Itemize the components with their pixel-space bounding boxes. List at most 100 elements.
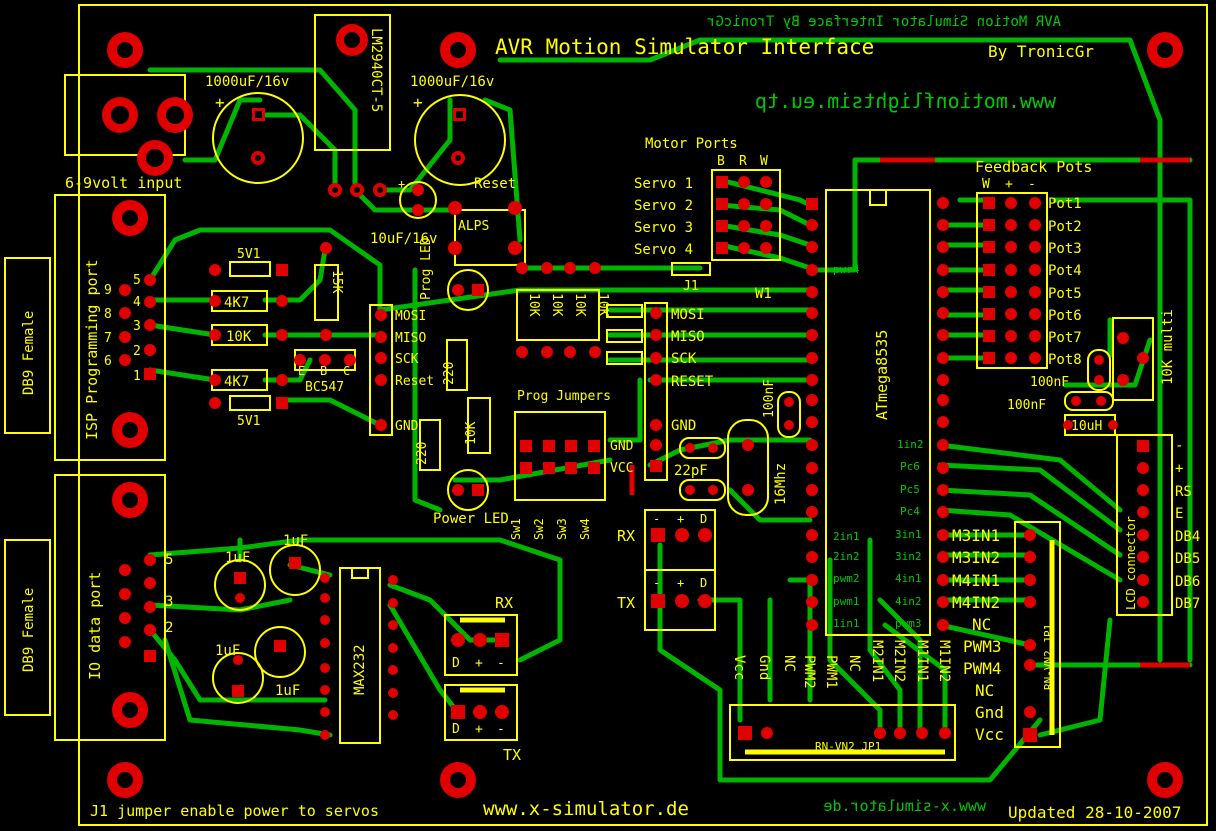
mcu-pin-1in1: 1in1 [833, 617, 860, 630]
isp-port-label: ISP Programming port [83, 259, 101, 440]
atmega-notch [869, 190, 887, 206]
isp-pin-7: 7 [104, 331, 112, 346]
cap1-label: 1000uF/16v [205, 74, 289, 90]
atmega-ic [825, 189, 931, 636]
website-mirror: www.motionflightsim.eu.tp [755, 89, 1056, 113]
rnvn2-label-h: RN-VN2 JP1 [815, 740, 881, 753]
cap-10uf: + [398, 177, 437, 219]
servo-3: Servo 3 [634, 220, 693, 236]
rn-b-pwm1: PWM1 [823, 655, 839, 689]
rn-b-gnd: Gnd [756, 655, 772, 680]
motor-col-r: R [739, 154, 747, 169]
board-outline [78, 4, 1208, 826]
prog-sig-miso: MISO [671, 329, 705, 345]
r2-label: 10K [226, 329, 252, 345]
io-rx-label: RX [495, 594, 513, 612]
cap-22pf-label: 22pF [674, 463, 708, 479]
rn-pin-m4in1: M4IN1 [952, 571, 1000, 590]
j1-jumper[interactable] [671, 262, 711, 276]
io-cap-4: 1uF [275, 683, 300, 699]
prog-led [447, 269, 489, 311]
io-tx-pin-plus: + [475, 722, 483, 737]
io-db9-box [4, 539, 51, 716]
alps-label: ALPS [458, 219, 489, 234]
rn-pin-nc1: NC [972, 615, 991, 634]
isp-components [209, 242, 393, 436]
prog-sig-sck: SCK [671, 351, 697, 367]
regulator [314, 14, 391, 197]
mcu-passives [679, 391, 801, 516]
prog-sig-reset: RESET [671, 374, 714, 390]
mcu-pin-pc6: Pc6 [900, 460, 920, 473]
prog-sw1: Sw1 [509, 518, 523, 540]
regulator-label: LM2940CT-5 [368, 28, 384, 112]
rn-b-nc1: NC [781, 655, 797, 672]
mcu-pin-1in2: 1in2 [897, 438, 924, 451]
io-cap-2: 1uF [283, 533, 308, 549]
footer-updated: Updated 28-10-2007 [1008, 803, 1181, 822]
mcu-rx-connector[interactable] [644, 509, 716, 571]
lcd-pins [1137, 440, 1149, 608]
feedback-label: Feedback Pots [975, 158, 1092, 176]
prog-r10k: 10K [464, 421, 479, 445]
rnvn2-right-pins [1023, 529, 1037, 742]
io-tx-label: TX [503, 746, 521, 764]
crystal-label: 16Mhz [773, 463, 789, 505]
mcu-rx-pin-minus: - [653, 512, 660, 526]
mcu-rx-label: RX [617, 527, 635, 545]
rn-pin-vcc: Vcc [975, 725, 1004, 744]
mcu-tx-pin-minus: - [653, 576, 660, 590]
site-mirror: www.x-simulator.de [823, 797, 986, 815]
prog-gnd-label: GND [610, 439, 634, 454]
mcu-pin-3in2: 3in2 [895, 550, 922, 563]
mounting-holes [107, 32, 1183, 798]
io-tx-pin-d: D [452, 722, 460, 737]
mcu-tx-connector[interactable] [644, 569, 716, 631]
servo-2: Servo 2 [634, 198, 693, 214]
io-tx-pin-minus: - [497, 722, 505, 737]
mcu-pin-2in1: 2in1 [833, 530, 860, 543]
pot-1: Pot1 [1048, 196, 1082, 212]
rn-b-m2in2: M2IN2 [891, 640, 907, 682]
isp-db9-pins [119, 274, 156, 380]
io-tx-connector[interactable] [444, 684, 518, 741]
isp-pin-8: 8 [104, 307, 112, 322]
rn-pin-m3in1: M3IN1 [952, 526, 1000, 545]
footer-note: J1 jumper enable power to servos [90, 802, 379, 820]
isp-db9-outline [54, 194, 166, 461]
io-caps [212, 544, 330, 704]
motor-pins [716, 176, 772, 254]
power-input-label: 6-9volt input [65, 174, 182, 192]
motor-ports-label: Motor Ports [645, 136, 738, 152]
trimmer-label: 10K multi [1160, 309, 1176, 385]
tpin-c: C [343, 364, 350, 378]
prog-sig-gnd: GND [671, 418, 696, 434]
lcd-pin-db4: DB4 [1175, 529, 1200, 545]
isp-sig-sck: SCK [395, 352, 419, 367]
svg-text:+: + [398, 177, 405, 191]
io-connector-label: DB9 Female [21, 588, 37, 672]
isp-connector-label: DB9 Female [21, 311, 37, 395]
feedback-col-plus: + [1005, 177, 1013, 192]
io-pin-2: 2 [165, 620, 173, 636]
motor-col-b: B [717, 154, 725, 169]
transistor-label: BC547 [305, 380, 344, 395]
mirrored-title-group: AVR Motion Simulator Interface By Tronic… [707, 14, 1061, 815]
power-led [447, 469, 489, 511]
max232-label: MAX232 [352, 644, 368, 695]
isp-sig-reset: Reset [395, 374, 434, 389]
r4-label: 15K [329, 270, 344, 294]
mcu-pin-2in2: 2in2 [833, 550, 860, 563]
reset-button[interactable] [448, 201, 526, 266]
isp-pin-9: 9 [104, 283, 112, 298]
motor-col-w: W [760, 154, 768, 169]
cap-small-label: 10uF/16v [370, 231, 437, 247]
mcu-tx-pin-d: D [700, 576, 707, 590]
io-rx-connector[interactable] [444, 614, 518, 676]
isp-pin-1: 1 [133, 369, 141, 384]
mcu-tx-label: TX [617, 594, 635, 612]
reset-label: Reset [474, 176, 516, 192]
tpin-b: B [320, 364, 327, 378]
lcd-pin-db6: DB6 [1175, 574, 1200, 590]
cap2-label: 1000uF/16v [410, 74, 494, 90]
